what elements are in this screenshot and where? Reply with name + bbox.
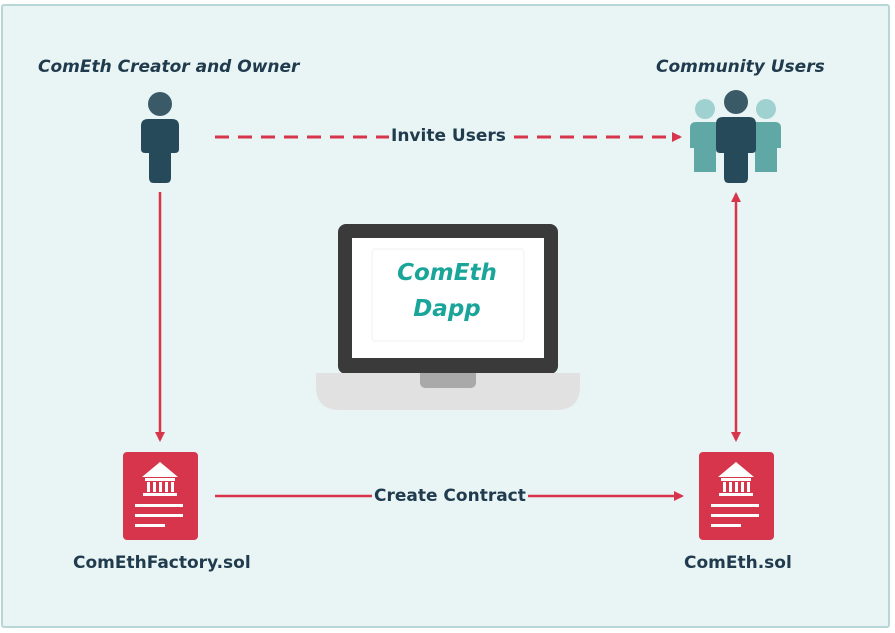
cometh-contract-icon: [699, 452, 774, 540]
laptop-icon: [316, 224, 580, 410]
create-contract-label: Create Contract: [372, 486, 528, 506]
dapp-title-line2: Dapp: [413, 296, 481, 322]
cometh-contract-label: ComEth.sol: [684, 553, 792, 573]
dapp-title-line1: ComEth: [397, 260, 497, 286]
factory-contract-label: ComEthFactory.sol: [73, 553, 251, 573]
community-label: Community Users: [656, 57, 825, 77]
creator-person-icon: [141, 92, 179, 183]
factory-contract-icon: [123, 452, 198, 540]
users-group-icon: [690, 90, 781, 183]
dapp-screen-text: ComEth Dapp: [368, 255, 526, 327]
invite-users-label: Invite Users: [389, 126, 508, 146]
creator-label: ComEth Creator and Owner: [38, 57, 300, 77]
